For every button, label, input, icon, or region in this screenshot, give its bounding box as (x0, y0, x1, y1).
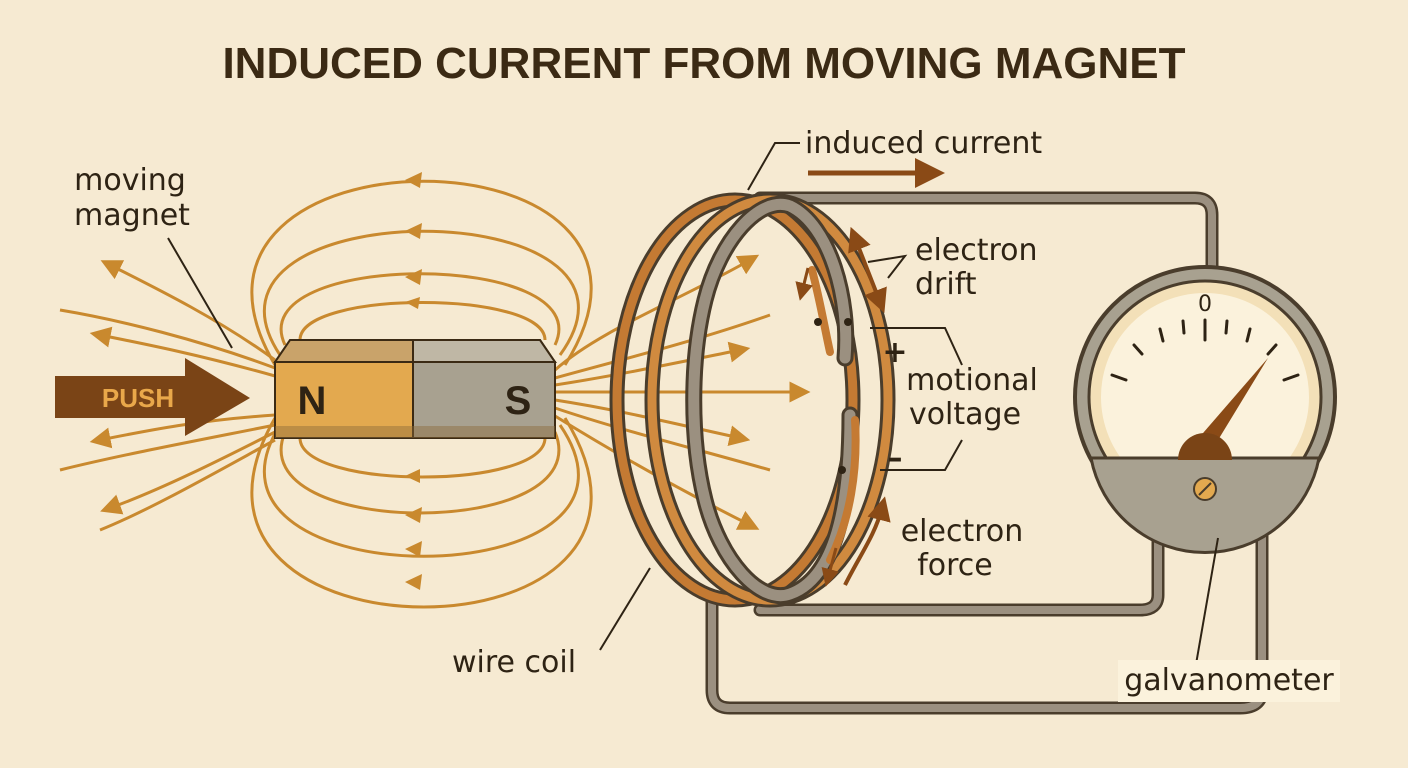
coil-loop-front-core (688, 198, 856, 602)
galvanometer-screw-slot (1198, 482, 1212, 496)
field-arrow (405, 297, 420, 309)
push-arrow: PUSH (55, 358, 250, 436)
moving-magnet-label-line1: moving (74, 163, 186, 198)
field-line-bottom-outermost (250, 417, 593, 609)
bar-magnet: N S (273, 339, 557, 439)
moving-magnet-leader (167, 237, 233, 349)
wire-coil-label: wire coil (452, 645, 576, 680)
inner-drift-arrow-down (821, 547, 840, 587)
field-arrow (405, 541, 422, 557)
field-line-top-outer (262, 229, 580, 356)
induced-current-label: induced current (805, 126, 1042, 161)
field-line-top-outermost (250, 179, 593, 366)
galvanometer-needle (1197, 358, 1268, 445)
moving-magnet-label-line2: magnet (74, 198, 190, 233)
plus-sign: + (882, 335, 907, 370)
electron-force-label-line1: electron (901, 514, 1024, 549)
field-line-left (100, 260, 276, 362)
electron-dot (838, 466, 846, 474)
electron-force-label-line2: force (917, 548, 993, 583)
field-arrow (405, 507, 422, 523)
south-pole-label: S (505, 379, 532, 423)
motional-voltage-label-line1: motional (906, 363, 1038, 398)
galvanometer-label: galvanometer (1124, 663, 1334, 698)
motional-voltage-label-line2: voltage (909, 397, 1021, 432)
electron-drift-label-line2: drift (915, 267, 977, 302)
wire-coil (609, 192, 896, 608)
galvanometer-base (1089, 456, 1321, 555)
electron-drift-leader (867, 254, 908, 279)
field-line-left (89, 326, 276, 378)
galvanometer-leader (1194, 537, 1219, 671)
coil-end-lower (826, 416, 860, 564)
galvanometer: 0 (1073, 265, 1337, 555)
minus-leader (880, 439, 963, 471)
galvanometer-zero-label: 0 (1198, 292, 1212, 317)
field-arrow (405, 574, 422, 590)
field-line-top-inner (298, 301, 547, 341)
field-arrow (405, 223, 422, 239)
magnet-shadow (275, 426, 555, 438)
magnet-top-face-south (412, 339, 557, 363)
field-line-right (554, 254, 760, 372)
middle-return-wire-core (756, 508, 1162, 614)
field-line-left (100, 430, 276, 515)
push-label: PUSH (102, 383, 174, 413)
field-line-right (554, 414, 760, 530)
magnet-south-half (412, 361, 556, 439)
electron-drift-label-line1: electron (915, 233, 1038, 268)
galvanometer-pivot (1178, 433, 1232, 460)
field-line-bottom-outer (262, 424, 580, 558)
field-arrow (405, 172, 422, 188)
induced-current-leader (747, 142, 800, 191)
field-line-left (89, 413, 276, 449)
electron-dot (814, 318, 822, 326)
field-line-left (59, 308, 276, 370)
coil-end-upper (808, 266, 834, 356)
galvanometer-dial (1101, 293, 1309, 501)
wire-coil-leader (599, 567, 651, 651)
field-line-bottom-inner (298, 437, 547, 479)
inner-drift-arrow-up (795, 267, 813, 301)
north-pole-label: N (298, 379, 327, 423)
galvanometer-ticks (1110, 318, 1300, 382)
field-arrow (405, 469, 420, 483)
galvanometer-label-bg (1118, 660, 1340, 702)
diagram-title: INDUCED CURRENT FROM MOVING MAGNET (222, 39, 1185, 88)
electron-drift-arrow (848, 226, 887, 314)
field-line-left (99, 438, 276, 532)
coil-loop-back-copper (612, 195, 858, 605)
plus-leader (870, 327, 963, 366)
field-arrow (405, 269, 422, 285)
field-line-left (59, 423, 276, 472)
electron-force-arrow (843, 496, 891, 586)
minus-sign: – (888, 441, 903, 476)
magnet-north-half (274, 361, 414, 439)
top-wire-core (756, 194, 1216, 286)
electron-dot (844, 318, 852, 326)
